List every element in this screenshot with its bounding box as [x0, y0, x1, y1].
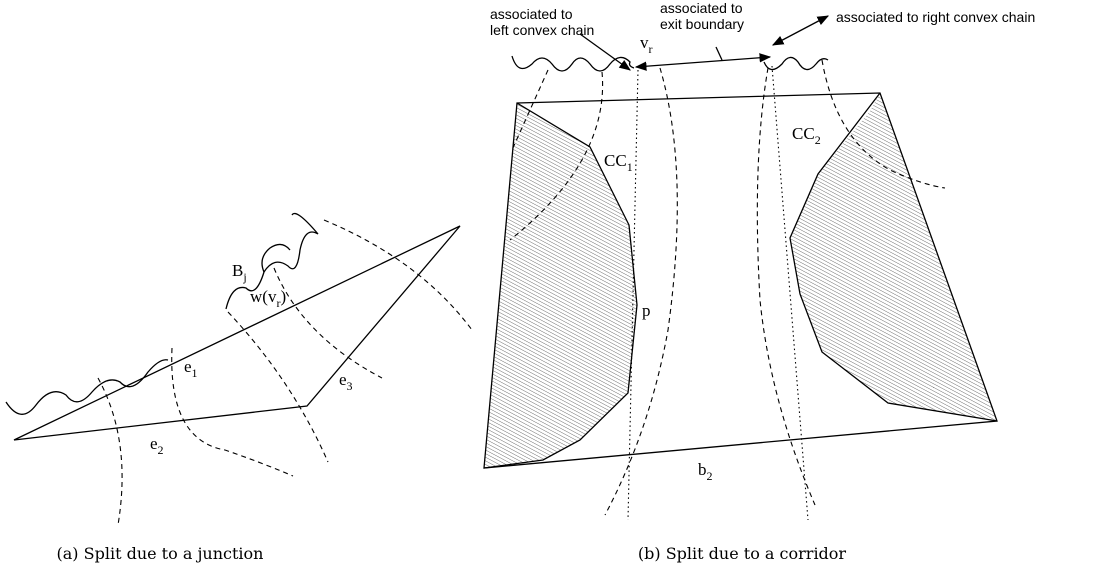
dashed-curve-b5 — [821, 59, 946, 189]
figure-b: associated to left convex chain associat… — [483, 0, 1035, 563]
label-w-vr: w(vr) — [250, 287, 286, 310]
arrow-left-chain — [579, 33, 631, 71]
annotation-left-2: left convex chain — [490, 22, 594, 38]
figure-a: Bj w(vr) e1 e2 e3 (a) Split due to a jun… — [5, 212, 473, 563]
dashed-curve-2 — [171, 347, 294, 477]
label-e3: e3 — [339, 370, 353, 393]
label-e1: e1 — [184, 357, 198, 380]
scalloped-boundary-bj — [225, 212, 319, 310]
label-cc2: CC2 — [792, 124, 821, 147]
convex-chain-cc2 — [789, 92, 998, 422]
label-e2: e2 — [150, 434, 164, 457]
label-vr: vr — [640, 33, 653, 56]
hatched-region-left — [484, 103, 637, 468]
annotation-left-1: associated to — [490, 6, 573, 22]
scalloped-boundary-left — [5, 359, 169, 415]
leader-exit-boundary — [715, 46, 723, 61]
dashed-curve-5 — [323, 219, 473, 331]
dashed-curve-b4 — [756, 67, 816, 506]
label-b2: b2 — [698, 460, 713, 483]
scalloped-boundary-right-b — [763, 56, 829, 71]
dashed-curve-3 — [227, 311, 329, 463]
dashed-curve-4 — [273, 267, 383, 379]
arrow-right-chain — [771, 15, 830, 46]
label-cc1: CC1 — [604, 151, 633, 174]
triangle-junction — [13, 225, 461, 441]
label-p: p — [642, 301, 651, 320]
dashed-curve-1 — [97, 377, 123, 526]
label-bj: Bj — [232, 261, 247, 284]
dotted-line-left — [627, 69, 639, 521]
annotation-right: associated to right convex chain — [836, 9, 1035, 25]
caption-b: (b) Split due to a corridor — [638, 544, 847, 563]
annotation-mid-2: exit boundary — [660, 16, 744, 32]
dashed-curve-b2 — [509, 71, 604, 241]
annotation-mid-1: associated to — [660, 0, 743, 16]
caption-a: (a) Split due to a junction — [57, 544, 264, 563]
scalloped-boundary-left-b — [511, 55, 635, 72]
hatched-region-right — [790, 93, 997, 421]
scalloped-boundary-bj-top — [261, 243, 291, 273]
arrow-exit-boundary — [634, 53, 772, 71]
dashed-curve-b3 — [604, 67, 678, 516]
convex-chain-cc1 — [483, 102, 638, 469]
